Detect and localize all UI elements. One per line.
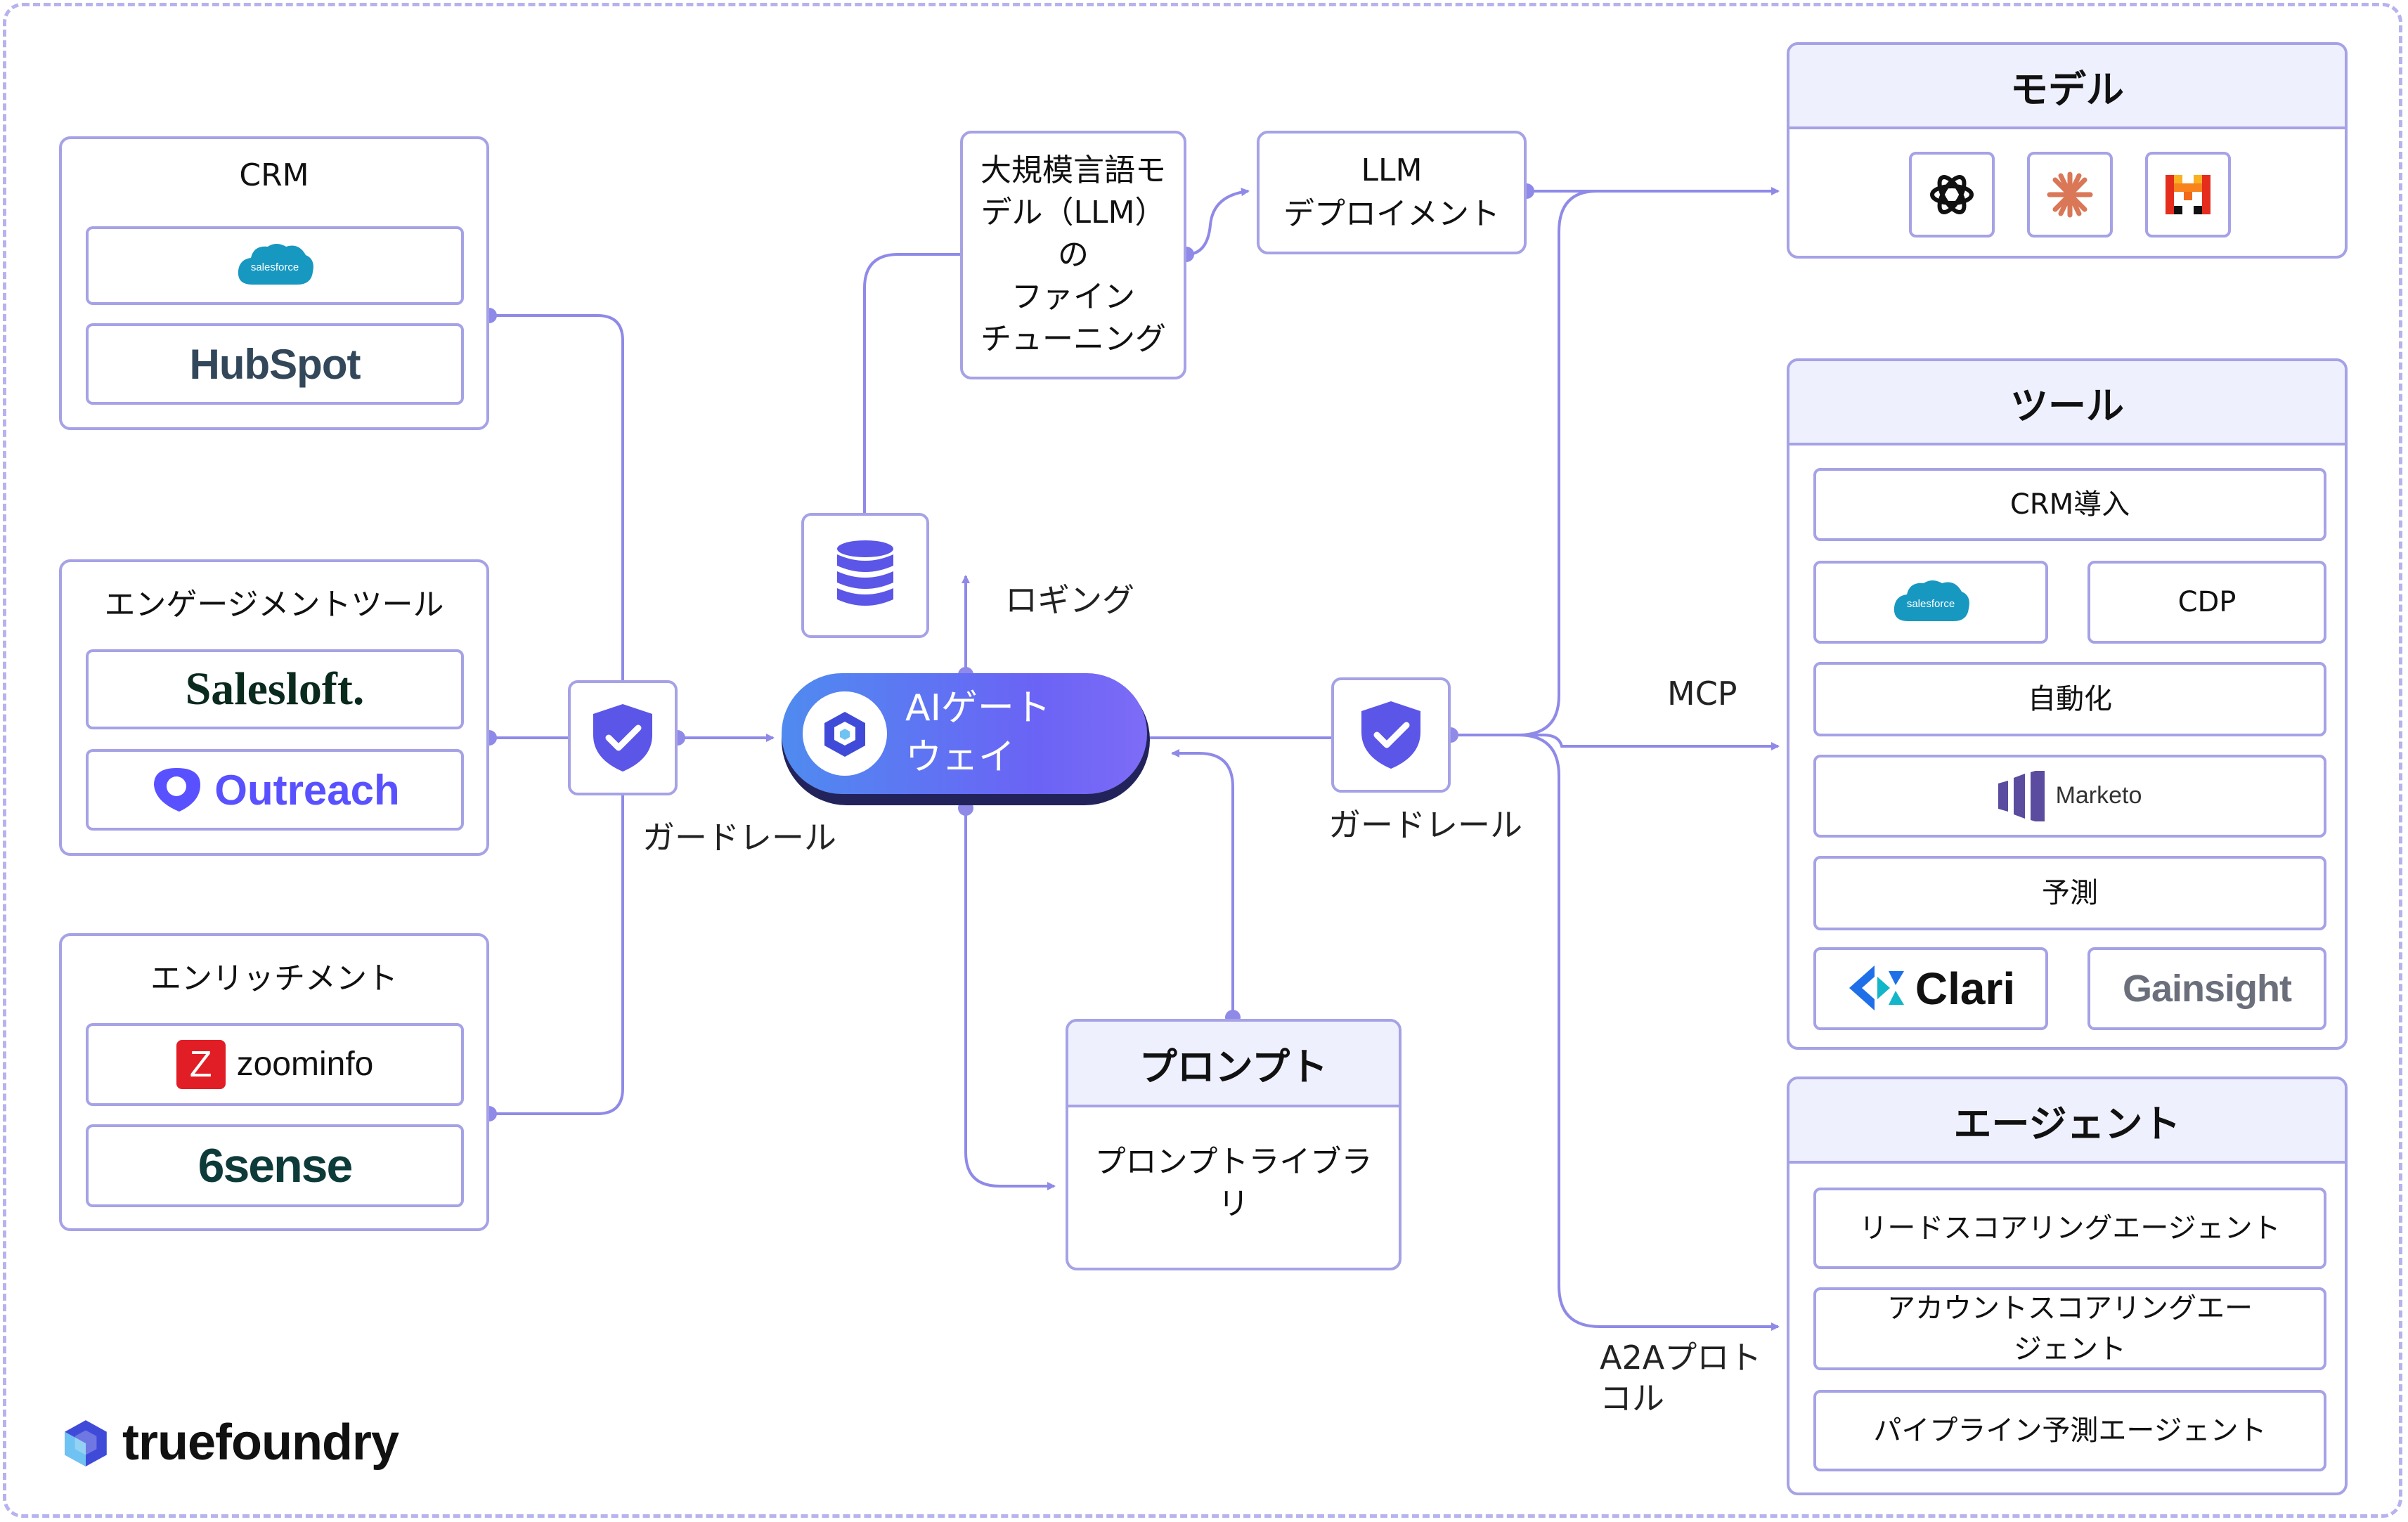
prompt-library-label: プロンプトライブラ リ	[1094, 1144, 1373, 1222]
models-title: モデル	[1789, 45, 2345, 129]
outreach-icon	[154, 768, 201, 812]
outreach-logo: Outreach	[214, 766, 400, 814]
logging-database-node	[801, 513, 929, 638]
svg-text:salesforce: salesforce	[1907, 598, 1955, 610]
marketo-icon	[1998, 771, 2045, 821]
mistral-model-slot	[2145, 152, 2231, 238]
anthropic-model-slot	[2027, 152, 2113, 238]
shield-check-icon	[593, 704, 652, 772]
llm-finetuning-label: 大規模言語モ デル（LLM） の ファイン チューニング	[980, 152, 1166, 357]
6sense-logo-slot: 6sense	[86, 1124, 464, 1207]
anthropic-icon	[2047, 171, 2093, 218]
ai-gateway-label: AIゲート ウェイ	[905, 687, 1051, 779]
agent-account-scoring: アカウントスコアリングエー ジェント	[1813, 1287, 2326, 1370]
hubspot-logo-slot: HubSpot	[86, 323, 464, 405]
logging-label: ロギング	[1005, 581, 1134, 619]
marketo-logo-slot: Marketo	[1813, 755, 2326, 838]
guardrail-left-node	[568, 680, 678, 795]
salesforce-icon: salesforce	[238, 244, 313, 285]
svg-text:salesforce: salesforce	[251, 261, 299, 273]
salesforce-icon: salesforce	[1894, 580, 1969, 621]
shield-check-icon	[1361, 701, 1420, 769]
guardrail-right-node	[1331, 677, 1451, 793]
clari-logo-slot: Clari	[1813, 947, 2048, 1030]
agent-lead-scoring: リードスコアリングエージェント	[1813, 1188, 2326, 1269]
automation-item: 自動化	[1813, 662, 2326, 736]
salesloft-logo: Salesloft.	[185, 663, 365, 715]
truefoundry-brand: truefoundry	[59, 1414, 399, 1471]
hubspot-logo: HubSpot	[189, 340, 361, 388]
database-icon	[837, 540, 893, 606]
openai-model-slot	[1909, 152, 1995, 238]
gainsight-logo: Gainsight	[2122, 967, 2292, 1010]
cdp-item: CDP	[2087, 561, 2326, 644]
agents-title: エージェント	[1789, 1079, 2345, 1164]
a2a-protocol-label: A2Aプロト コル	[1600, 1339, 1762, 1417]
gateway-logo-icon	[803, 691, 887, 776]
truefoundry-wordmark: truefoundry	[122, 1414, 399, 1471]
truefoundry-logo-icon	[65, 1420, 107, 1466]
zoominfo-logo: zoominfo	[236, 1046, 374, 1084]
models-group: モデル	[1787, 42, 2348, 259]
engagement-tools-group: エンゲージメントツール Salesloft. Outreach	[59, 559, 489, 856]
crm-title: CRM	[239, 157, 309, 193]
salesforce-tool-slot: salesforce	[1813, 561, 2048, 644]
guardrail-right-label: ガードレール	[1328, 806, 1522, 844]
llm-deployment-label: LLM デプロイメント	[1283, 152, 1500, 232]
canvas-border	[3, 3, 2402, 1518]
enrichment-group: エンリッチメント Z zoominfo 6sense	[59, 933, 489, 1231]
clari-icon	[1849, 965, 1904, 1010]
tools-title: ツール	[1789, 361, 2345, 445]
openai-icon	[1930, 175, 1974, 214]
engagement-tools-title: エンゲージメントツール	[104, 587, 444, 623]
marketo-logo: Marketo	[2055, 782, 2142, 809]
crm-integration-item: CRM導入	[1813, 468, 2326, 541]
mcp-label: MCP	[1667, 675, 1737, 713]
prompt-title: プロンプト	[1068, 1022, 1399, 1107]
zoominfo-logo-slot: Z zoominfo	[86, 1023, 464, 1106]
salesforce-logo-slot: salesforce	[86, 226, 464, 305]
clari-logo: Clari	[1915, 963, 2016, 1014]
prompt-group: プロンプト プロンプトライブラ リ	[1066, 1019, 1402, 1270]
salesloft-logo-slot: Salesloft.	[86, 649, 464, 729]
gainsight-logo-slot: Gainsight	[2087, 947, 2326, 1030]
ai-gateway-pill: AIゲート ウェイ	[782, 673, 1147, 794]
6sense-logo: 6sense	[198, 1138, 354, 1192]
forecast-item: 予測	[1813, 856, 2326, 930]
enrichment-title: エンリッチメント	[150, 961, 398, 996]
guardrail-left-label: ガードレール	[642, 819, 836, 857]
llm-deployment-node: LLM デプロイメント	[1257, 131, 1527, 254]
agents-group: エージェント リードスコアリングエージェント アカウントスコアリングエー ジェン…	[1787, 1077, 2348, 1495]
agent-pipeline-forecast: パイプライン予測エージェント	[1813, 1390, 2326, 1471]
mistral-icon	[2166, 175, 2210, 214]
crm-group: CRM salesforce HubSpot	[59, 136, 489, 430]
tools-group: ツール CRM導入 salesforce CDP 自動化 Marketo 予測 …	[1787, 358, 2348, 1050]
zoominfo-icon: Z	[176, 1040, 226, 1089]
llm-finetuning-node: 大規模言語モ デル（LLM） の ファイン チューニング	[960, 131, 1186, 379]
outreach-logo-slot: Outreach	[86, 749, 464, 831]
